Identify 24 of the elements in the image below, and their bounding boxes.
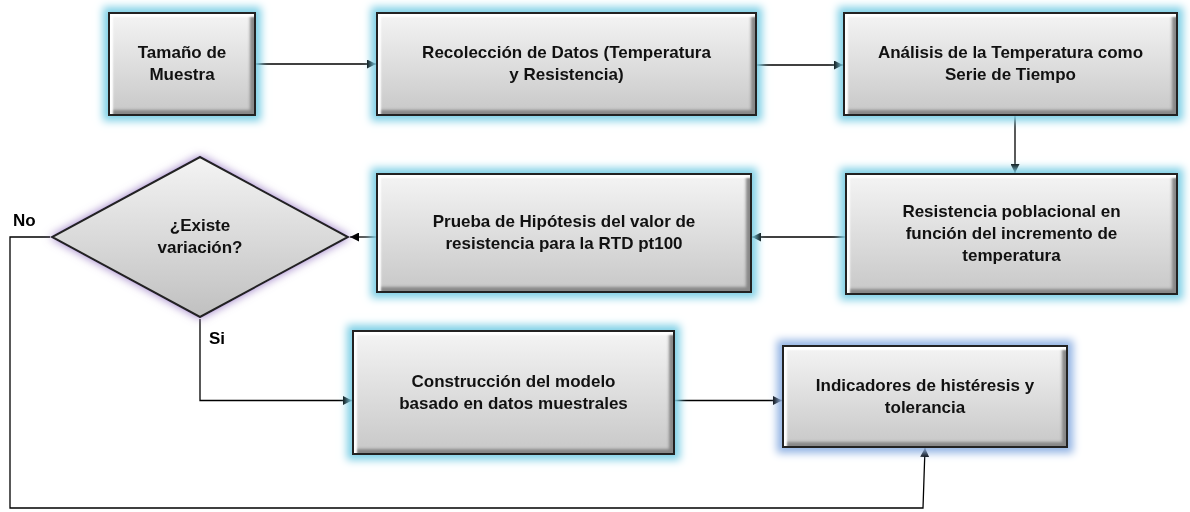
node-label: Tamaño de Muestra	[136, 42, 228, 86]
arrow	[674, 396, 783, 405]
process-box	[352, 330, 675, 455]
process-box	[108, 12, 256, 116]
node-label: Resistencia poblacional en función del incremento de temperatura	[901, 201, 1122, 267]
process-box	[843, 12, 1178, 116]
arrow	[255, 59, 377, 69]
node-label: Construcción del modelo basado en datos muestrales	[398, 370, 629, 415]
process-box	[376, 12, 757, 116]
node-label: ¿Existe variación?	[156, 215, 244, 259]
arrow	[349, 232, 377, 242]
process-box	[845, 173, 1178, 295]
process-box	[376, 173, 752, 293]
arrow	[756, 60, 844, 70]
process-box	[782, 345, 1068, 448]
node-label: Indicadores de histéresis y tolerancia	[814, 374, 1036, 419]
node-label: Recolección de Datos (Temperatura y Resistencia)	[421, 42, 712, 86]
arrow	[9, 236, 930, 509]
arrow	[1010, 115, 1020, 174]
node-label: Prueba de Hipótesis del valor de resistencia para la RTD pt100	[431, 211, 697, 255]
arrow	[199, 318, 353, 405]
node-label: Análisis de la Temperatura como Serie de Tiempo	[876, 42, 1145, 86]
decision-diamond	[50, 155, 350, 319]
arrow	[751, 232, 846, 242]
